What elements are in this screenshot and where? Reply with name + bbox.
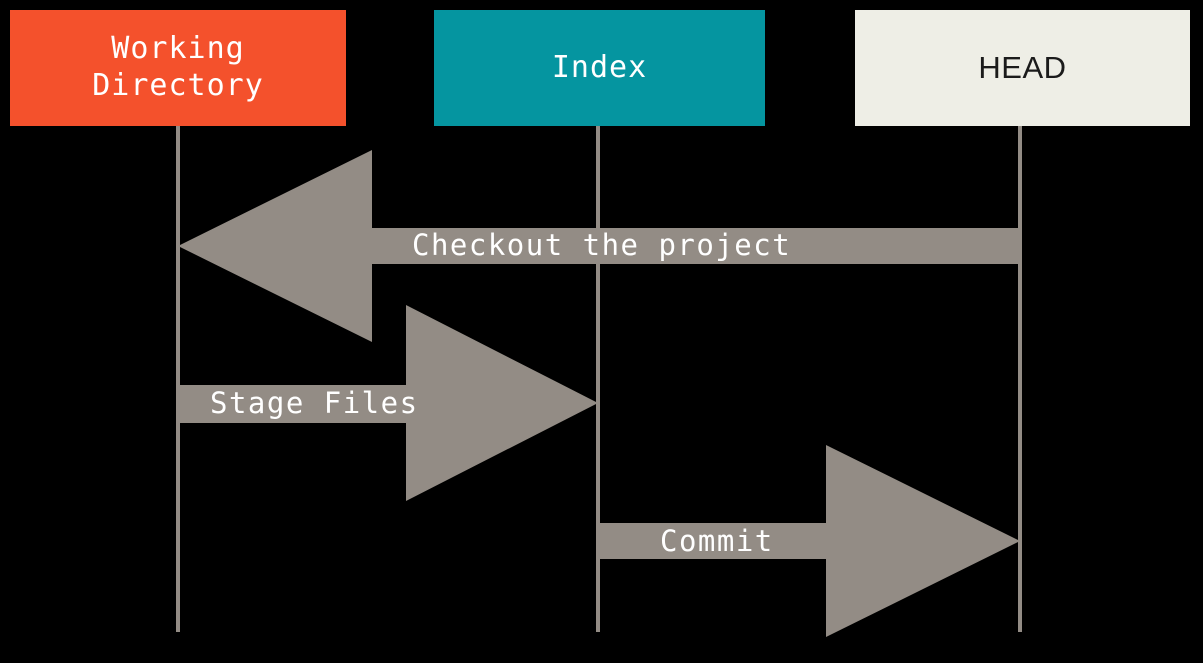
arrow-commit-shape: [598, 445, 1020, 637]
arrow-stage-files[interactable]: [178, 305, 598, 501]
arrow-checkout-shape: [178, 150, 1020, 342]
participant-label-index: Index: [551, 49, 648, 85]
lifeline-index: [596, 126, 600, 632]
lifeline-working-directory: [176, 126, 180, 632]
participant-box-head[interactable]: HEAD: [855, 10, 1190, 126]
participant-box-working-directory[interactable]: Working Directory: [10, 10, 346, 126]
participant-label-head: HEAD: [978, 50, 1067, 86]
participant-label-working-directory: Working Directory: [92, 31, 264, 103]
arrow-stage-shape: [178, 305, 598, 501]
arrow-commit[interactable]: [598, 445, 1020, 637]
participant-box-index[interactable]: Index: [434, 10, 765, 126]
arrow-label-stage-files: Stage Files: [210, 386, 419, 420]
arrow-checkout-the-project[interactable]: [178, 150, 1020, 342]
lifeline-head: [1018, 126, 1022, 632]
arrow-label-commit: Commit: [660, 524, 774, 558]
arrow-label-checkout: Checkout the project: [412, 228, 792, 262]
